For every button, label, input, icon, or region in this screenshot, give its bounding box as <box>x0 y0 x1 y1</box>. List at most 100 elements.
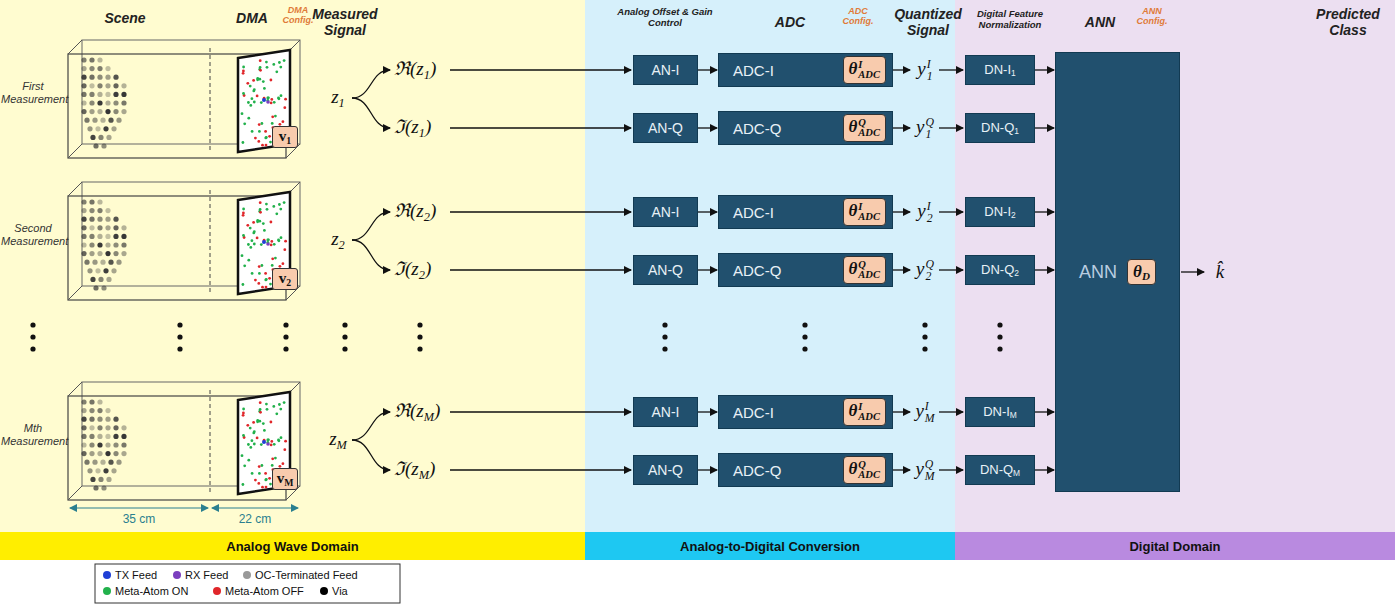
node-text: θQADC <box>849 459 880 481</box>
node-text: AN-I <box>652 204 680 220</box>
branch-arrow <box>352 212 390 240</box>
node-text: DN-QM <box>980 462 1020 479</box>
node-text: θIADC <box>849 59 880 81</box>
box-node: AN-Q <box>633 455 698 485</box>
index-stack: Q2 <box>925 259 934 283</box>
label: Measured Signal <box>311 6 379 38</box>
index-stack: QM <box>925 459 935 483</box>
box-node: AN-I <box>633 55 698 85</box>
label: ADC Config. <box>836 6 881 27</box>
text-sub: 2 <box>286 277 291 288</box>
theta-node: θD <box>1127 259 1156 286</box>
label: Predicted Class <box>1308 6 1388 38</box>
legend-swatch <box>243 571 251 579</box>
text-b: Digital Feature Normalization <box>977 8 1043 30</box>
node-text: DN-IM <box>983 404 1017 421</box>
text-b: Meta-Atom OFF <box>225 585 304 597</box>
signal-arrow <box>893 269 910 270</box>
label: ℑ(z1) <box>394 116 431 141</box>
text-si: Q <box>858 460 880 471</box>
ellipsis-dot <box>283 322 288 327</box>
ellipsis-dot <box>177 322 182 327</box>
ellipsis-dot <box>802 346 807 351</box>
ellipsis-dot <box>417 346 422 351</box>
text-si: I <box>858 202 880 213</box>
text-b: θ <box>849 259 858 278</box>
signal-arrow <box>450 411 631 412</box>
text-b: DN-I <box>984 62 1011 77</box>
index-stack: Q1 <box>925 117 934 141</box>
label: Digital Feature Normalization <box>963 9 1058 31</box>
box-node: DN-I2 <box>965 197 1035 227</box>
label: yQM <box>915 458 934 482</box>
label: zM <box>329 428 347 453</box>
text-b: ADC-Q <box>733 262 781 279</box>
label: 35 cm <box>123 513 156 527</box>
signal-arrow <box>450 211 631 212</box>
text-sub: M <box>1013 468 1020 478</box>
node-text: AN-Q <box>648 262 683 278</box>
connector-arrow <box>1035 469 1054 470</box>
text-si: ADC <box>858 470 880 481</box>
text-si: 1 <box>925 128 934 140</box>
node-text: Digital Domain <box>1129 539 1220 554</box>
text-b: z <box>331 228 338 249</box>
text-b: ) <box>430 200 436 221</box>
text-b: ℜ(z <box>394 200 424 221</box>
text-b: Scene <box>104 10 145 26</box>
node-text: Analog Wave Domain <box>226 539 358 554</box>
connector-arrow <box>698 469 717 470</box>
ellipsis-dot <box>417 334 422 339</box>
legend-item: OC-Terminated Feed <box>243 569 358 581</box>
signal-arrow <box>893 211 910 212</box>
text-b: DN-Q <box>981 120 1014 135</box>
text-b: RX Feed <box>185 569 228 581</box>
signal-arrow <box>939 411 963 412</box>
text-b: DN-I <box>984 204 1011 219</box>
label: ADC <box>775 14 805 30</box>
text-b: y <box>915 458 923 479</box>
label: 22 cm <box>239 513 272 527</box>
text-b: DN-Q <box>980 462 1013 477</box>
signal-arrow <box>939 69 963 70</box>
text-b: DMA <box>236 10 268 26</box>
box-node: ADC-IθIADC <box>718 195 893 229</box>
legend-swatch <box>103 587 111 595</box>
text-b: Analog-to-Digital Conversion <box>680 539 860 554</box>
text-si: M <box>925 470 935 482</box>
text-b: ADC-Q <box>733 120 781 137</box>
label: First Measurement <box>1 80 65 105</box>
text-b: AN-Q <box>648 262 683 278</box>
label: yQ1 <box>916 116 934 140</box>
ellipsis-dot <box>283 334 288 339</box>
text-b: v <box>279 270 287 286</box>
ellipsis-dot <box>342 322 347 327</box>
text-b: y <box>916 258 924 279</box>
signal-arrow <box>939 469 963 470</box>
box-node: ADC-QθQADC <box>718 253 893 287</box>
text-b: 22 cm <box>239 512 272 526</box>
text-si: Q <box>925 459 935 471</box>
theta-node: θIADC <box>843 56 886 84</box>
legend-item: TX Feed <box>103 569 157 581</box>
node-text: DN-I1 <box>984 62 1015 79</box>
legend-item: Via <box>320 585 348 597</box>
text-b: ANN Config. <box>1137 6 1168 26</box>
label: ℜ(z2) <box>394 200 436 225</box>
text-b: ) <box>425 258 431 279</box>
box-node: ADC-QθQADC <box>718 111 893 145</box>
box-node: AN-Q <box>633 113 698 143</box>
output-arrow <box>1181 271 1204 272</box>
box-node: AN-Q <box>633 255 698 285</box>
index-stack: IM <box>925 401 935 425</box>
connector-arrow <box>698 411 717 412</box>
connector-arrow <box>1035 211 1054 212</box>
text-si: Q <box>925 259 934 271</box>
branch-arrow <box>352 70 390 98</box>
label: yI2 <box>917 200 932 224</box>
signal-arrow <box>893 127 910 128</box>
node-text: v1 <box>279 128 291 146</box>
text-b: ) <box>425 116 431 137</box>
label: yQ2 <box>916 258 934 282</box>
